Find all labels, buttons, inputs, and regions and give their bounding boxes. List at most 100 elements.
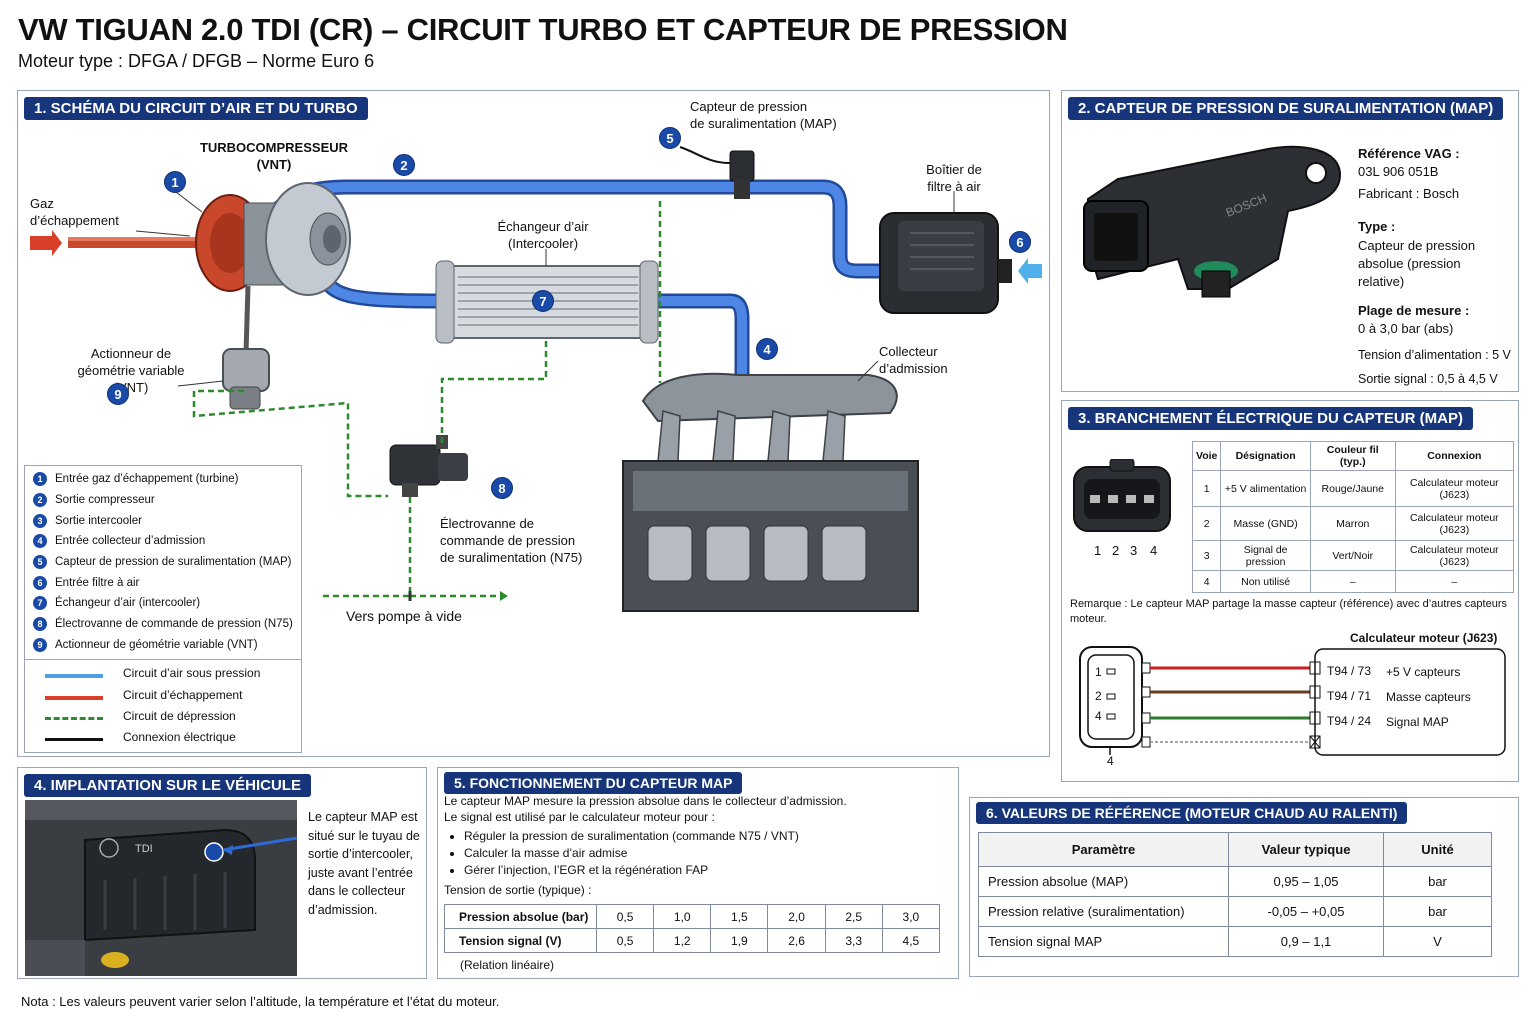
pin-number: 1 [1094,543,1102,558]
ecu-pin: T94 / 24 [1327,714,1372,728]
column-header: Valeur typique [1228,832,1384,867]
map-sensor-label: Capteur de pression de suralimentation (… [690,99,837,131]
legend-line-label: Circuit d’air sous pression [123,666,261,680]
ecu-pin-desc: +5 V capteurs [1386,665,1461,679]
table-row: 2 Masse (GND) Marron Calculateur moteur … [1191,506,1515,541]
ecu-pin-desc: Signal MAP [1386,715,1449,729]
legend-line-label: Connexion électrique [123,730,236,744]
vacuum-lines [192,201,662,598]
marker-6: 6 [1009,231,1031,253]
vehicle-location-panel: 4. IMPLANTATION SUR LE VÉHICULE TDI Le c… [17,767,427,979]
vacuum-line-swatch [45,717,103,720]
ecu-title: Calculateur moteur (J623) [1350,631,1498,645]
section6-heading: 6. VALEURS DE RÉFÉRENCE (MOTEUR CHAUD AU… [976,802,1408,824]
table-row: Pression absolue (bar) 0,5 1,0 1,5 2,0 2… [444,904,941,929]
intake-manifold-label: Collecteur d’admission [879,344,948,376]
ecu-pin-desc: Masse capteurs [1386,690,1471,704]
column-header: Couleur fil (typ.) [1309,441,1396,471]
legend-divider [25,659,301,660]
legend-line-label: Circuit d’échappement [123,688,243,702]
function-intro-2: Le signal est utilisé par le calculateur… [444,810,715,824]
map-sensor-photo: BOSCH [1083,145,1342,298]
map-sensor-panel: 2. CAPTEUR DE PRESSION DE SURALIMENTATIO… [1061,90,1519,392]
wiring-panel: 3. BRANCHEMENT ÉLECTRIQUE DU CAPTEUR (MA… [1061,400,1519,782]
sensor-range-label: Plage de mesure : [1358,303,1470,318]
plug-pin-label: 1 [1095,665,1102,679]
section3-heading: 3. BRANCHEMENT ÉLECTRIQUE DU CAPTEUR (MA… [1068,407,1474,430]
section2-heading: 2. CAPTEUR DE PRESSION DE SURALIMENTATIO… [1068,97,1504,120]
ecu-pin: T94 / 71 [1327,689,1372,703]
table-row: Pression absolue (MAP) 0,95 – 1,05 bar [978,866,1492,897]
marker-1: 1 [164,171,186,193]
column-header: Désignation [1220,441,1311,471]
function-intro-1: Le capteur MAP mesure la pression absolu… [444,794,847,808]
marker-8: 8 [491,477,513,499]
voltage-table-caption: Tension de sortie (typique) : [444,883,592,897]
exhaust-pipe [30,230,198,256]
air-filter-box [879,212,1042,314]
sensor-maker: Fabricant : Bosch [1358,186,1460,201]
section1-heading: 1. SCHÉMA DU CIRCUIT D’AIR ET DU TURBO [24,97,368,120]
section5-heading: 5. FONCTIONNEMENT DU CAPTEUR MAP [444,772,743,794]
engine-bay-photo: TDI [25,800,297,976]
electrical-line-swatch [45,738,103,741]
marker-2: 2 [393,154,415,176]
air-inlet-arrow [1018,258,1042,284]
footer-note: Nota : Les valeurs peuvent varier selon … [21,994,500,1009]
reference-values-panel: 6. VALEURS DE RÉFÉRENCE (MOTEUR CHAUD AU… [969,797,1519,977]
pin-number: 3 [1130,543,1138,558]
table-row: Tension signal MAP 0,9 – 1,1 V [978,926,1492,957]
function-list: Réguler la pression de suralimentation (… [464,828,799,879]
sensor-function-panel: 5. FONCTIONNEMENT DU CAPTEUR MAP Le capt… [437,767,959,979]
voltage-table: Pression absolue (bar) 0,5 1,0 1,5 2,0 2… [444,904,941,953]
engine-cover-label: TDI [135,843,153,855]
n75-solenoid-valve [389,435,468,497]
column-header: Voie [1191,441,1222,471]
table-row: Tension signal (V) 0,5 1,2 1,9 2,6 3,3 4… [444,928,941,953]
vacuum-pump-label: Vers pompe à vide [346,608,462,624]
plug-pin-label: 4 [1095,709,1102,723]
sensor-type-label: Type : [1358,219,1396,234]
air-circuit-panel: 1. SCHÉMA DU CIRCUIT D’AIR ET DU TURBO [17,90,1050,757]
legend-line-label: Circuit de dépression [123,709,236,723]
wiring-remark: Remarque : Le capteur MAP partage la mas… [1070,598,1507,625]
reference-table: Paramètre Valeur typique Unité Pression … [978,832,1492,957]
linear-relation-note: (Relation linéaire) [460,958,555,972]
air-filter-label: Boîtier de filtre à air [926,162,982,194]
air-circuit-diagram [30,146,1042,612]
pin-number: 2 [1112,543,1120,558]
vnt-actuator [222,348,270,410]
sensor-supply: Tension d’alimentation : 5 V [1358,348,1511,362]
plug-pin-label: 2 [1095,689,1102,703]
table-row: 3 Signal de pression Vert/Noir Calculate… [1191,540,1515,571]
column-header: Paramètre [978,832,1229,867]
table-row: 1 +5 V alimentation Rouge/Jaune Calculat… [1191,470,1515,507]
solenoid-label: Électrovanne de commande de pression de … [440,516,583,565]
list-item: Gérer l’injection, l’EGR et la régénérat… [464,862,799,879]
sensor-ref-label: Référence VAG : [1358,146,1460,161]
marker-4: 4 [756,338,778,360]
list-item: Réguler la pression de suralimentation (… [464,828,799,845]
exhaust-line-swatch [45,696,103,700]
sensor-ref-value: 03L 906 051B [1358,164,1439,179]
table-row: 4 Non utilisé – – [1191,570,1515,593]
table-header-row: Paramètre Valeur typique Unité [978,832,1492,867]
turbocharger [195,182,351,354]
engine-block [622,372,919,612]
plug-bottom-pin-label: 4 [1107,754,1114,768]
pin-number: 4 [1150,543,1158,558]
wiring-schematic [1079,646,1506,756]
marker-9: 9 [107,383,129,405]
exhaust-inlet-arrow [30,230,62,256]
column-header: Unité [1383,832,1492,867]
sensor-type-value: Capteur de pression absolue (pression re… [1358,238,1476,289]
sensor-connector-face [1073,459,1171,532]
